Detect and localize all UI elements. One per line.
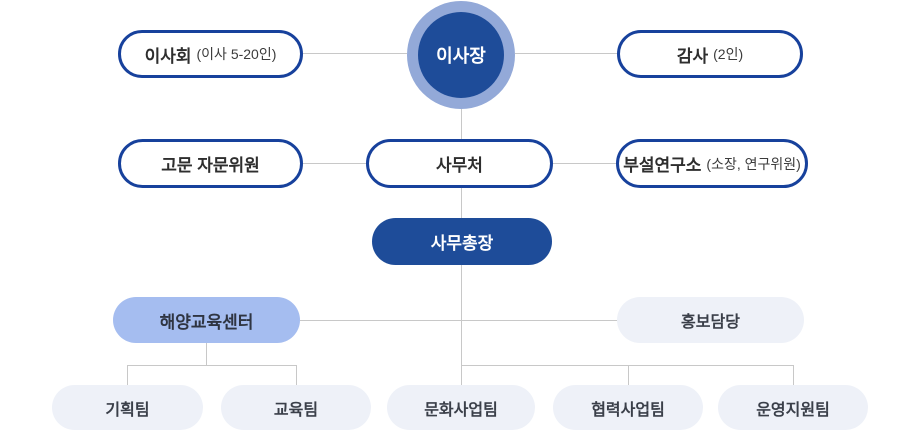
- node-label: 협력사업팀: [591, 401, 665, 419]
- node-education-team: 교육팀: [221, 385, 371, 430]
- connector-line: [461, 365, 793, 366]
- node-research-institute: 부설연구소 (소장, 연구위원): [616, 139, 808, 188]
- connector-line: [300, 320, 617, 321]
- node-label: 이사장: [436, 46, 486, 66]
- connector-line: [515, 53, 617, 54]
- node-auditors: 감사 (2인): [617, 30, 803, 78]
- node-label: 사무처: [436, 156, 483, 175]
- node-pr-team: 홍보담당: [617, 297, 804, 343]
- node-label: 교육팀: [273, 401, 319, 419]
- node-sublabel: (소장, 연구위원): [706, 155, 801, 172]
- node-label: 부설연구소: [623, 156, 702, 175]
- node-sublabel: (2인): [713, 46, 744, 62]
- connector-line: [303, 163, 366, 164]
- node-planning-team: 기획팀: [52, 385, 203, 430]
- connector-line: [793, 365, 794, 385]
- node-label: 기획팀: [105, 401, 150, 419]
- connector-line: [461, 188, 462, 218]
- connector-line: [127, 365, 297, 366]
- connector-line: [303, 53, 407, 54]
- node-label: 이사회: [144, 46, 192, 66]
- connector-line: [553, 163, 616, 164]
- node-board: 이사회 (이사 5-20인): [118, 30, 303, 78]
- node-label: 해양교육센터: [159, 312, 254, 332]
- connector-line: [296, 365, 297, 385]
- connector-line: [127, 365, 128, 385]
- node-label: 홍보담당: [681, 314, 740, 331]
- node-chairman: 이사장: [418, 12, 504, 98]
- node-secretariat: 사무처: [366, 139, 553, 188]
- node-advisors: 고문 자문위원: [118, 139, 303, 188]
- node-operations-team: 운영지원팀: [718, 385, 868, 430]
- node-label: 운영지원팀: [756, 401, 830, 419]
- node-marine-education-center: 해양교육센터: [113, 297, 300, 343]
- node-label: 문화사업팀: [424, 401, 498, 419]
- node-chairman-ring: 이사장: [407, 1, 515, 109]
- node-sublabel: (이사 5-20인): [196, 46, 277, 62]
- node-cooperation-team: 협력사업팀: [553, 385, 703, 430]
- connector-line: [206, 343, 207, 365]
- connector-line: [461, 265, 462, 385]
- node-secretary-general: 사무총장: [372, 218, 552, 265]
- connector-line: [461, 109, 462, 139]
- node-label: 사무총장: [430, 234, 494, 253]
- connector-line: [628, 365, 629, 385]
- node-culture-team: 문화사업팀: [387, 385, 535, 430]
- node-label: 감사: [676, 46, 709, 66]
- node-label: 고문 자문위원: [161, 156, 260, 175]
